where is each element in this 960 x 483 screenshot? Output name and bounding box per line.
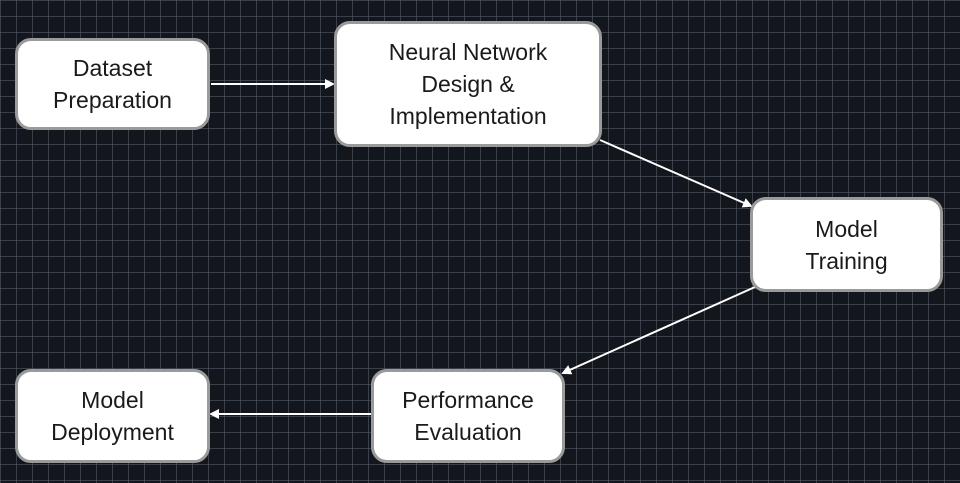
node-label-line: Performance [402,387,534,413]
arrow-design-to-training [599,139,753,208]
node-performance-evaluation: Performance Evaluation [371,369,565,463]
node-label-line: Deployment [51,419,174,445]
node-model-training: Model Training [750,197,943,292]
node-label-line: Design & [421,71,515,97]
node-label-line: Model [815,215,878,242]
node-label-line: Implementation [389,103,547,129]
arrow-training-to-evaluation [561,286,756,375]
node-label-line: Evaluation [414,419,522,445]
node-label-line: Dataset [72,55,153,81]
node-neural-network-design: Neural Network Design & Implementation [334,21,602,147]
node-label-line: Training [805,247,888,274]
node-label-line: Neural Network [388,39,548,65]
node-label-line: Preparation [53,87,172,113]
node-label-line: Model [81,387,144,413]
node-dataset-preparation: Dataset Preparation [15,38,210,130]
node-model-deployment: Model Deployment [15,369,210,463]
